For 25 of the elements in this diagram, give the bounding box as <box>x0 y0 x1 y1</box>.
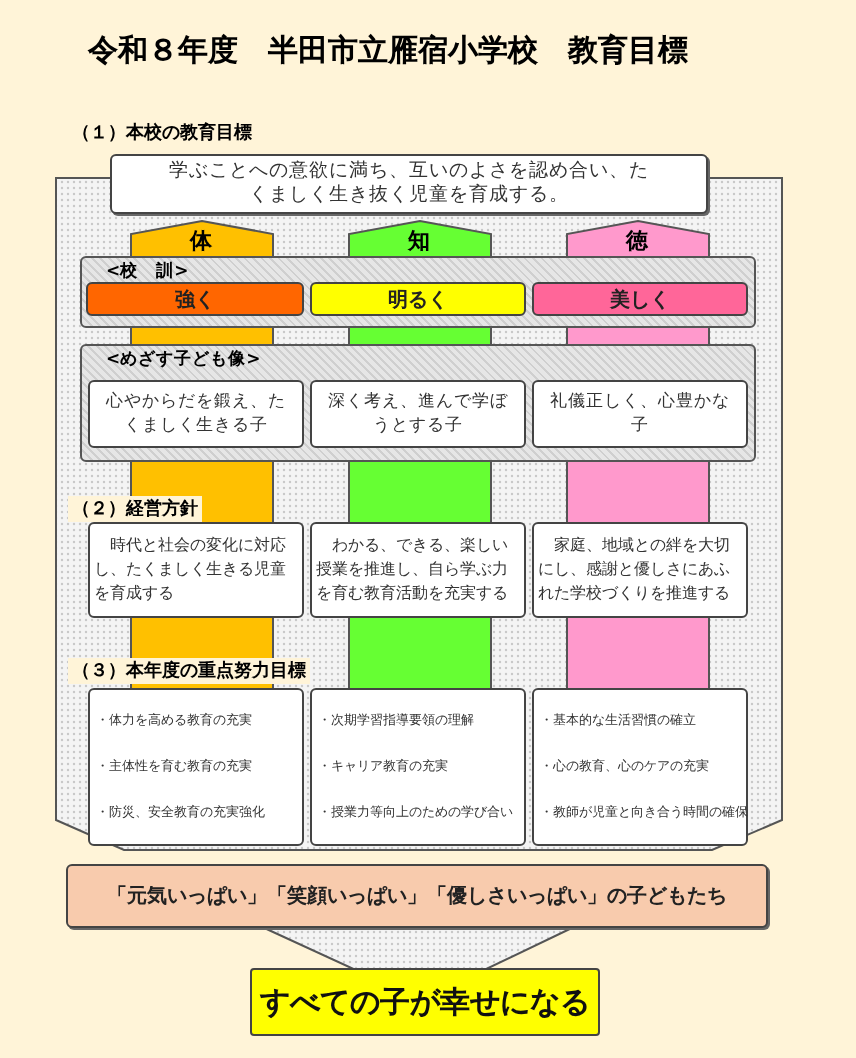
column-heading: 体 <box>190 226 212 256</box>
band-panel <box>80 256 756 328</box>
text-box: 心やからだを鍛え、たくましく生きる子 <box>88 380 304 448</box>
band-heading: <めざす子ども像> <box>106 348 261 372</box>
text-box: 深く考え、進んで学ぼうとする子 <box>310 380 526 448</box>
band-panel <box>80 344 756 462</box>
text-box: 家庭、地域との絆を大切にし、感謝と優しさにあふれた学校づくりを推進する <box>532 522 748 618</box>
title: 令和８年度 半田市立雁宿小学校 教育目標 <box>88 32 688 70</box>
motto-box: 美しく <box>532 282 748 316</box>
text-box: わかる、できる、楽しい授業を推進し、自ら学ぶ力を育む教育活動を充実する <box>310 522 526 618</box>
list-box <box>88 688 304 846</box>
section-heading: （３）本年度の重点努力目標 <box>68 658 310 684</box>
column-heading: 徳 <box>626 226 648 256</box>
band-heading: <校 訓> <box>106 260 189 284</box>
column-heading: 知 <box>408 226 430 256</box>
list-box <box>532 688 748 846</box>
goal-box: 学ぶことへの意欲に満ち、互いのよさを認め合い、たくましく生き抜く児童を育成する。 <box>110 154 708 214</box>
final-box: すべての子が幸せになる <box>250 968 600 1036</box>
text-box: 時代と社会の変化に対応し、たくましく生きる児童を育成する <box>88 522 304 618</box>
motto-box: 強く <box>86 282 304 316</box>
section-heading: （２）経営方針 <box>68 496 202 522</box>
motto-box: 明るく <box>310 282 526 316</box>
text-box: 礼儀正しく、心豊かな子 <box>532 380 748 448</box>
result-box: 「元気いっぱい」「笑顔いっぱい」「優しさいっぱい」の子どもたち <box>66 864 768 928</box>
list-box <box>310 688 526 846</box>
